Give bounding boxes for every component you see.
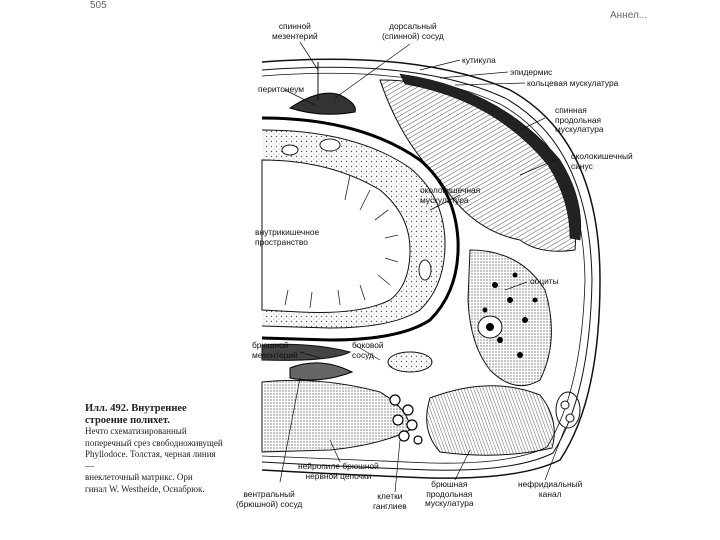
oocyte-nucleus [478,316,502,338]
lateral-vessel [388,352,432,372]
figure-caption: Илл. 492. Внутреннее строение полихет. Н… [85,403,225,495]
caption-line: гинал W. Westheide, Оснабрюк. [85,484,225,496]
label-peritoneum: перитонеум [258,85,304,95]
label-dorsal-vessel: дорсальный(спинной) сосуд [382,22,444,41]
label-epidermis: эпидермис [510,68,552,78]
caption-line: Нечто схематизированный поперечный срез … [85,426,225,472]
label-cuticle: кутикула [462,56,496,66]
ventral-nerve-cord [262,380,410,452]
ventral-longitudinal-muscle [427,386,555,456]
caption-title: Илл. 492. Внутреннее строение полихет. [85,403,225,426]
label-oocytes: ооциты [530,277,559,287]
label-ventral-vessel: вентральный(брюшной) сосуд [236,490,302,509]
caption-line: внеклеточный матрикс. Ори [85,472,225,484]
oocyte-mass [468,250,551,386]
dorsal-vessel [290,93,355,114]
label-circular-muscle: кольцевая мускулатура [527,79,618,89]
ventral-vessel [290,363,352,380]
